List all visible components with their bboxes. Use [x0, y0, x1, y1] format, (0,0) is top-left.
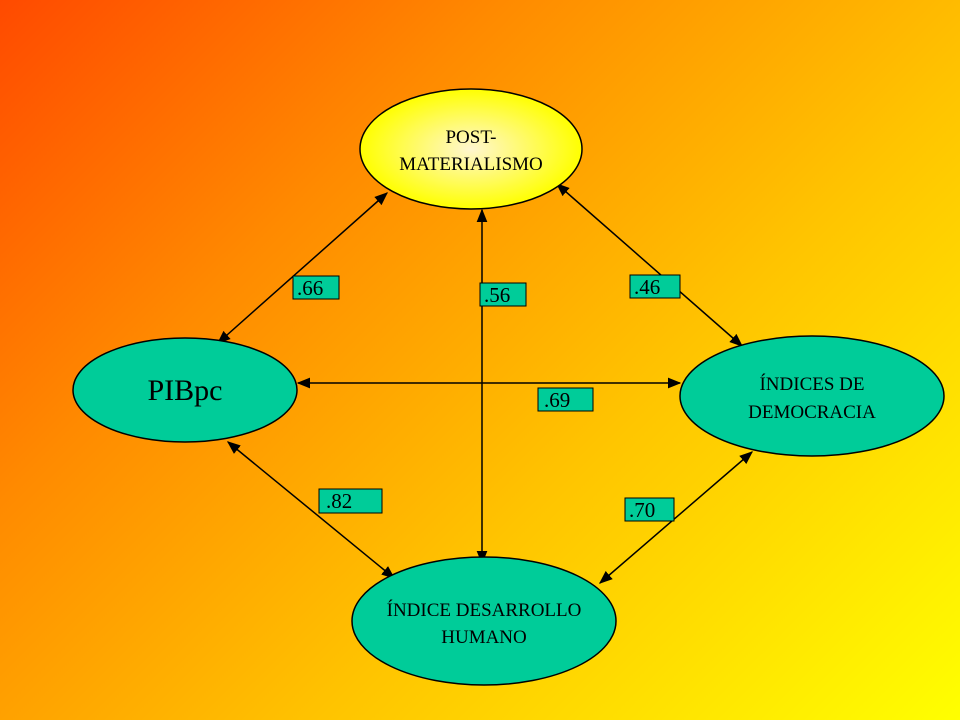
arrow-pib-desarrollo — [226, 441, 396, 579]
node-postmaterialismo: POST- MATERIALISMO — [359, 88, 583, 210]
node-pibpc-shape — [72, 337, 298, 443]
node-democracia-line2: DEMOCRACIA — [748, 402, 876, 423]
node-desarrollo: ÍNDICE DESARROLLO HUMANO — [351, 556, 617, 686]
node-democracia: ÍNDICES DE DEMOCRACIA — [679, 335, 945, 457]
coef-label-post-democracia: .46 — [629, 274, 681, 299]
coef-label-desarrollo-post: .56 — [479, 282, 527, 307]
coef-label-pib-democracia: .69 — [537, 387, 594, 412]
arrow-post-democracia — [555, 183, 744, 347]
coef-pib-desarrollo: .82 — [326, 489, 352, 513]
coef-desarrollo-post: .56 — [484, 283, 510, 307]
node-democracia-line1: ÍNDICES DE — [759, 373, 864, 395]
node-postmaterialismo-shape — [359, 88, 583, 210]
node-pibpc-label: PIBpc — [148, 374, 223, 407]
coef-post-democracia: .46 — [634, 275, 660, 299]
arrow-pib-post — [216, 192, 389, 344]
coef-desarrollo-democracia: .70 — [629, 498, 655, 522]
node-desarrollo-line1: ÍNDICE DESARROLLO — [387, 599, 582, 621]
coef-pib-democracia: .69 — [544, 388, 570, 412]
coef-label-desarrollo-democracia: .70 — [624, 497, 675, 522]
node-pibpc: PIBpc — [72, 337, 298, 443]
coef-label-pib-desarrollo: .82 — [318, 488, 383, 514]
coef-pib-post: .66 — [297, 276, 323, 300]
node-desarrollo-line2: HUMANO — [441, 627, 527, 648]
arrow-desarrollo-democracia — [598, 451, 754, 584]
coef-label-pib-post: .66 — [292, 275, 340, 300]
connectors — [216, 183, 754, 584]
node-democracia-shape — [679, 335, 945, 457]
node-postmaterialismo-line1: POST- — [445, 127, 496, 148]
node-postmaterialismo-line2: MATERIALISMO — [399, 154, 543, 175]
node-desarrollo-shape — [351, 556, 617, 686]
